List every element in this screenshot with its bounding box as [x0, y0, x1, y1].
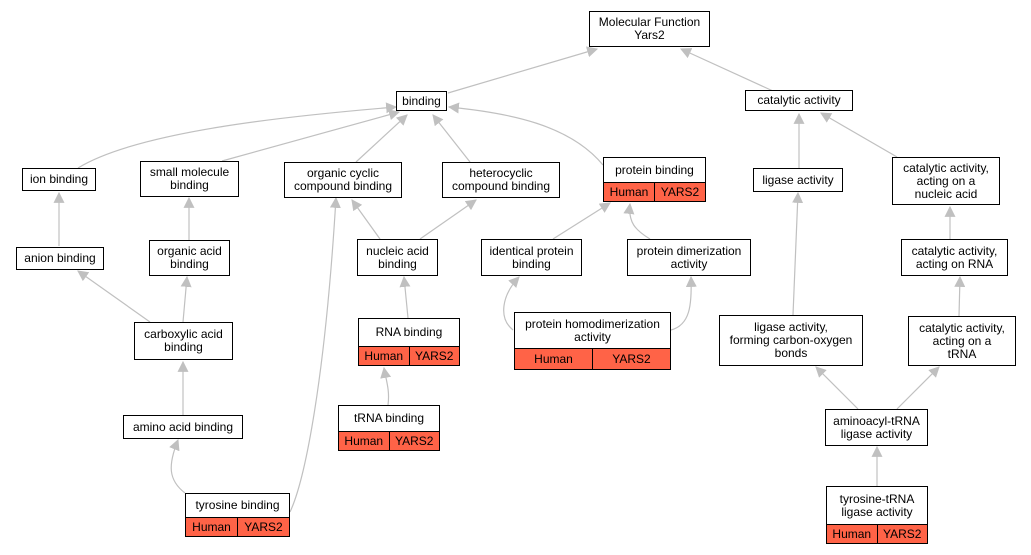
edge-cattrna-to-catrna — [954, 275, 966, 317]
node-molecular-function[interactable]: Molecular Function Yars2 — [589, 11, 710, 47]
node-label: carboxylic acid binding — [144, 327, 223, 354]
edge-catalytic-to-mf — [679, 48, 774, 92]
edges — [53, 46, 966, 513]
edge-aatrna-to-ligasecobonds — [815, 366, 859, 410]
node-ion-binding[interactable]: ion binding — [22, 168, 96, 191]
node-label: tyrosine-tRNA ligase activity — [839, 491, 915, 519]
node-catalytic-activity-nucleic-acid[interactable]: catalytic activity, acting on a nucleic … — [892, 157, 1000, 205]
node-amino-acid-binding[interactable]: amino acid binding — [123, 415, 243, 439]
node-label: organic acid binding — [157, 244, 222, 271]
node-label: identical protein binding — [489, 243, 574, 271]
node-heterocyclic-compound-binding[interactable]: heterocyclic compound binding — [442, 162, 560, 198]
node-label: tRNA binding — [353, 411, 425, 425]
node-tyrosine-binding[interactable]: tyrosine binding Human YARS2 — [185, 493, 290, 537]
edge-carboxylic-to-orgacid — [180, 275, 192, 323]
node-label: ligase activity, forming carbon-oxygen b… — [729, 320, 853, 360]
node-catalytic-activity-rna[interactable]: catalytic activity, acting on RNA — [901, 239, 1008, 276]
node-protein-binding[interactable]: protein binding Human YARS2 — [603, 157, 706, 202]
node-organic-acid-binding[interactable]: organic acid binding — [149, 240, 230, 276]
species-cell: Human — [364, 348, 404, 363]
node-catalytic-activity-trna[interactable]: catalytic activity, acting on a tRNA — [908, 316, 1016, 366]
node-protein-homodimerization-activity[interactable]: protein homodimerization activity Human … — [514, 312, 671, 370]
species-cell: Human — [832, 526, 872, 541]
gene-cell: YARS2 — [654, 183, 705, 201]
edge-nucacid-to-heterocyclic — [419, 199, 477, 240]
species-cell: Human — [192, 519, 231, 534]
annotation-row: Human YARS2 — [186, 517, 289, 536]
node-label: Molecular Function Yars2 — [598, 15, 701, 42]
edge-ion-to-binding — [77, 102, 398, 169]
edge-heterocyclic-to-binding — [432, 114, 471, 163]
annotation-row: Human YARS2 — [827, 524, 927, 543]
node-label: protein binding — [615, 162, 694, 177]
species-cell: Human — [344, 433, 384, 448]
node-identical-protein-binding[interactable]: identical protein binding — [481, 239, 582, 276]
edge-catnuc-to-catalytic — [820, 112, 898, 158]
node-organic-cyclic-compound-binding[interactable]: organic cyclic compound binding — [284, 162, 402, 198]
edge-binding-to-mf — [447, 46, 599, 94]
edge-aatrna-to-cattrna — [896, 366, 940, 410]
gene-cell: YARS2 — [388, 432, 440, 450]
edge-tyrosine-to-orgcyclic — [289, 196, 341, 513]
edge-trna-to-rna — [380, 366, 392, 406]
node-ligase-activity-carbon-oxygen-bonds[interactable]: ligase activity, forming carbon-oxygen b… — [719, 315, 863, 366]
species-cell: Human — [609, 184, 649, 199]
annotation-row: Human YARS2 — [515, 348, 670, 369]
node-label: tyrosine binding — [195, 498, 280, 512]
node-binding[interactable]: binding — [396, 91, 447, 111]
node-ligase-activity[interactable]: ligase activity — [753, 168, 843, 192]
node-aminoacyl-trna-ligase-activity[interactable]: aminoacyl-tRNA ligase activity — [825, 409, 928, 446]
node-label: organic cyclic compound binding — [293, 166, 393, 193]
annotation-row: Human YARS2 — [339, 431, 439, 450]
node-trna-binding[interactable]: tRNA binding Human YARS2 — [338, 405, 440, 451]
edge-protein-to-binding — [447, 102, 604, 166]
edge-tyrosine-to-aminoacid — [169, 438, 186, 494]
node-label: amino acid binding — [132, 419, 234, 434]
edge-homodimer-to-identical — [503, 276, 520, 331]
gene-cell: YARS2 — [237, 518, 289, 536]
node-label: catalytic activity, acting on a tRNA — [919, 320, 1005, 361]
node-rna-binding[interactable]: RNA binding Human YARS2 — [358, 318, 460, 366]
node-tyrosine-trna-ligase-activity[interactable]: tyrosine-tRNA ligase activity Human YARS… — [826, 486, 928, 544]
edge-homodimer-to-dimer — [670, 275, 697, 331]
edge-orgcyclic-to-binding — [355, 114, 408, 163]
annotation-row: Human YARS2 — [604, 182, 705, 201]
node-label: protein dimerization activity — [636, 243, 742, 271]
edge-rna-to-nucacid — [399, 275, 411, 319]
node-label: anion binding — [24, 251, 96, 265]
node-label: ion binding — [29, 172, 89, 186]
gene-cell: YARS2 — [408, 347, 460, 365]
edge-carboxylic-to-anion — [77, 270, 151, 323]
node-label: catalytic activity, acting on a nucleic … — [903, 160, 989, 201]
node-label: nucleic acid binding — [366, 243, 429, 271]
node-nucleic-acid-binding[interactable]: nucleic acid binding — [357, 239, 438, 276]
gene-cell: YARS2 — [592, 349, 670, 369]
edge-nucacid-to-orgcyclic — [351, 199, 381, 240]
species-cell: Human — [534, 351, 573, 366]
node-label: aminoacyl-tRNA ligase activity — [833, 413, 920, 441]
node-label: protein homodimerization activity — [525, 316, 660, 344]
annotation-row: Human YARS2 — [359, 346, 459, 365]
node-catalytic-activity[interactable]: catalytic activity — [745, 90, 853, 111]
node-small-molecule-binding[interactable]: small molecule binding — [140, 161, 239, 197]
node-carboxylic-acid-binding[interactable]: carboxylic acid binding — [134, 322, 233, 360]
node-label: binding — [402, 93, 441, 108]
edge-identical-to-protein — [552, 202, 611, 240]
node-label: ligase activity — [762, 172, 834, 187]
node-label: catalytic activity, acting on RNA — [911, 243, 998, 271]
node-label: catalytic activity — [757, 93, 841, 107]
edge-dimer-to-protein — [623, 202, 651, 240]
node-protein-dimerization-activity[interactable]: protein dimerization activity — [627, 239, 751, 276]
edge-ligasecobonds-to-ligase — [792, 191, 804, 316]
edge-smallmol-to-binding — [221, 109, 401, 162]
node-label: RNA binding — [375, 325, 443, 339]
node-label: heterocyclic compound binding — [451, 166, 551, 193]
gene-cell: YARS2 — [876, 525, 928, 543]
node-label: small molecule binding — [149, 165, 230, 192]
node-anion-binding[interactable]: anion binding — [16, 247, 104, 270]
